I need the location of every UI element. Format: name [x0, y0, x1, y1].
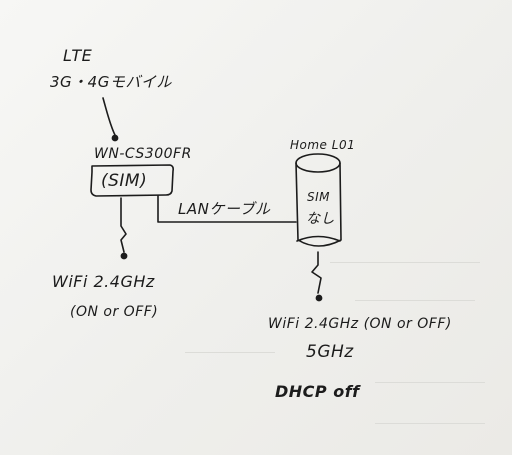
- device-wifi-dot: [315, 294, 323, 302]
- antenna-line: [102, 97, 116, 136]
- bleed-line: [185, 352, 275, 353]
- bleed-line: [375, 382, 485, 383]
- device-name: Home L01: [290, 138, 356, 152]
- dhcp-label: DHCP off: [275, 382, 360, 401]
- device-top: [295, 153, 341, 173]
- lan-cable-label: LANケーブル: [178, 200, 271, 218]
- left-wifi-label: WiFi 2.4GHz: [52, 272, 155, 291]
- router-box: [90, 164, 174, 197]
- device-bottom-curve: [296, 235, 341, 242]
- lte-label: LTE: [63, 46, 93, 65]
- device-sim-line1: SIM: [307, 190, 331, 204]
- router-sim-label: (SIM): [101, 171, 148, 191]
- router-wifi-lightning: [120, 197, 127, 253]
- antenna-dot: [111, 134, 119, 142]
- bleed-line: [355, 300, 475, 301]
- mobile-label: 3G・4Gモバイル: [50, 73, 172, 91]
- device-sim-line2: なし: [306, 211, 335, 227]
- router-wifi-dot: [120, 252, 128, 260]
- bleed-line: [375, 423, 485, 424]
- lan-cable: [157, 195, 297, 223]
- right-wifi-label: WiFi 2.4GHz (ON or OFF): [268, 316, 452, 332]
- left-wifi-mode: (ON or OFF): [70, 304, 159, 320]
- device-wifi-lightning: [311, 251, 322, 294]
- right-5ghz-label: 5GHz: [306, 342, 354, 362]
- device-body: [295, 162, 342, 247]
- bleed-line: [330, 262, 480, 263]
- router-name: WN-CS300FR: [94, 146, 192, 162]
